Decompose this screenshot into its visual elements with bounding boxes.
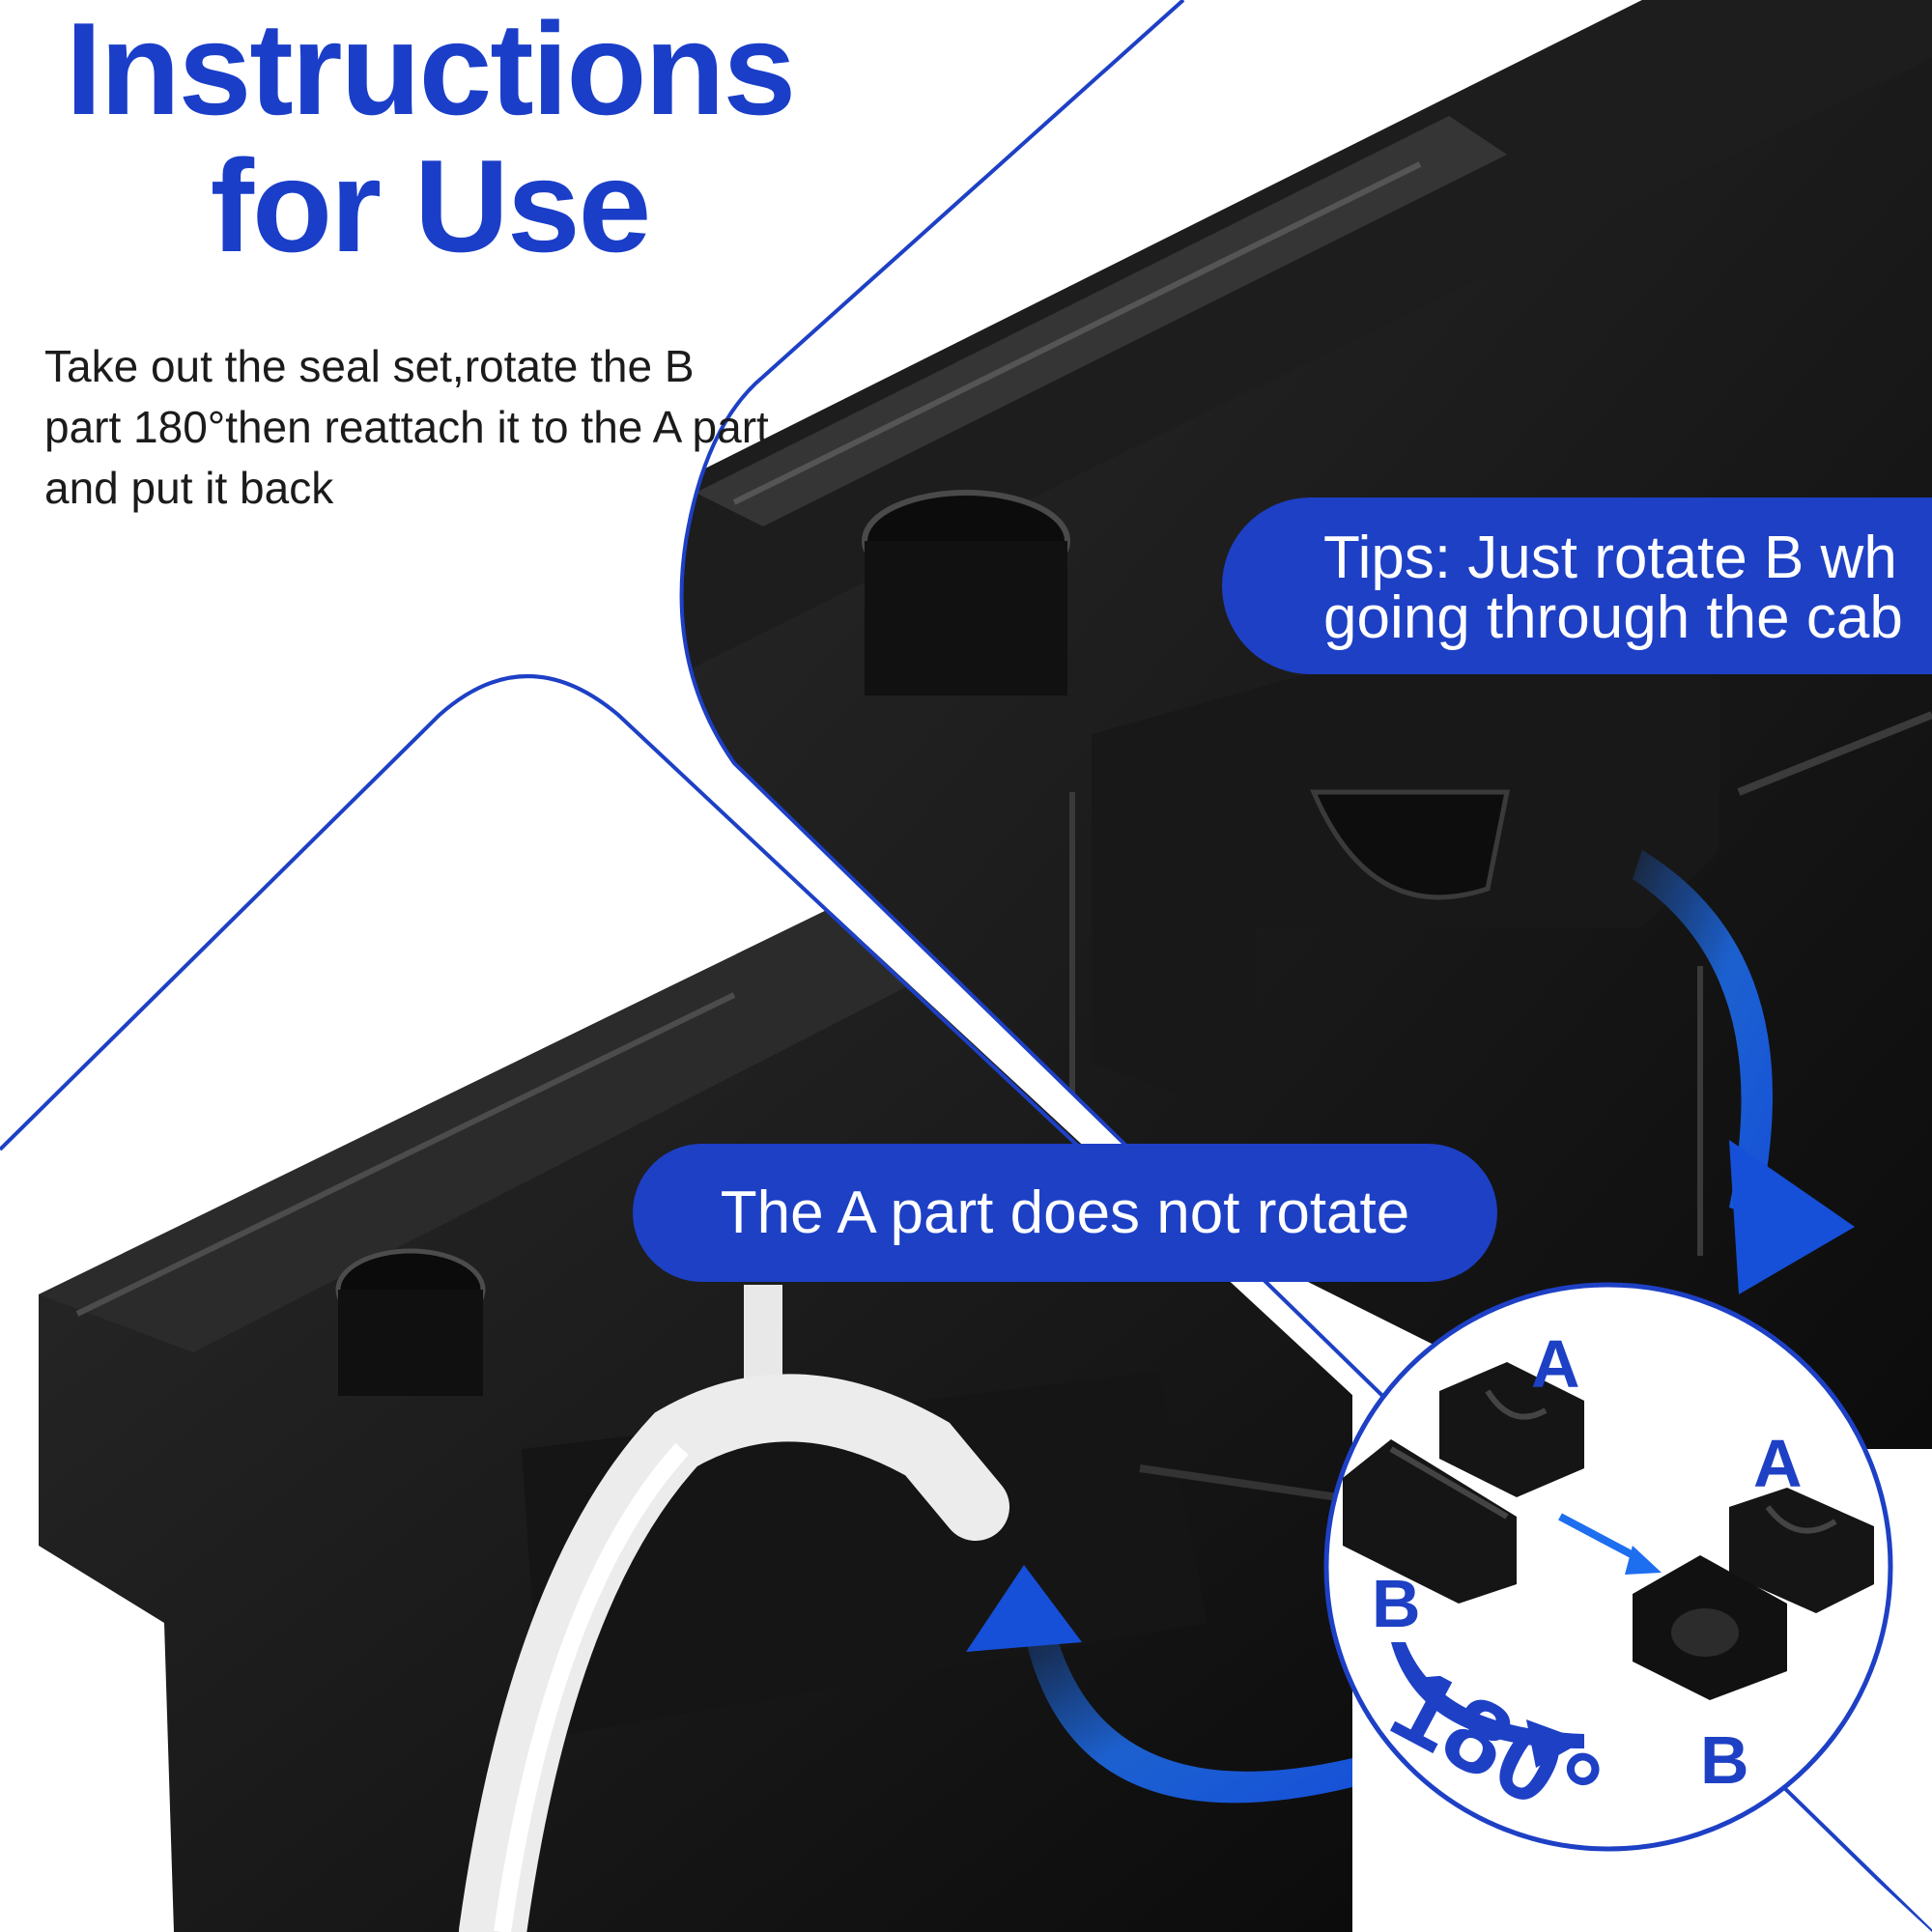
upper-panel-outline <box>679 0 1932 1932</box>
title-line-2: for Use <box>210 132 652 279</box>
a-part-callout: The A part does not rotate <box>633 1144 1497 1282</box>
tips-line-1: Tips: Just rotate B wh <box>1323 525 1897 591</box>
label-a-right: A <box>1753 1426 1803 1501</box>
seal-part-a2 <box>1729 1488 1874 1613</box>
lower-panel-outline <box>0 674 1084 1151</box>
title-line-1: Instructions <box>65 0 796 142</box>
label-b-bottom: B <box>1700 1722 1749 1798</box>
label-a-top: A <box>1531 1326 1580 1402</box>
page-title: Instructions for Use <box>0 0 860 274</box>
move-arrow <box>1558 1513 1644 1564</box>
seal-detail-inset <box>1323 1282 1893 1852</box>
seal-part-a1 <box>1439 1362 1584 1497</box>
seal-part-b1 <box>1343 1439 1517 1604</box>
tips-line-2: going through the cab <box>1323 584 1903 651</box>
instruction-text: Take out the seal set,rotate the B part … <box>44 341 769 513</box>
label-b-left: B <box>1372 1566 1421 1641</box>
tips-callout: Tips: Just rotate B wh going through the… <box>1222 497 1932 674</box>
